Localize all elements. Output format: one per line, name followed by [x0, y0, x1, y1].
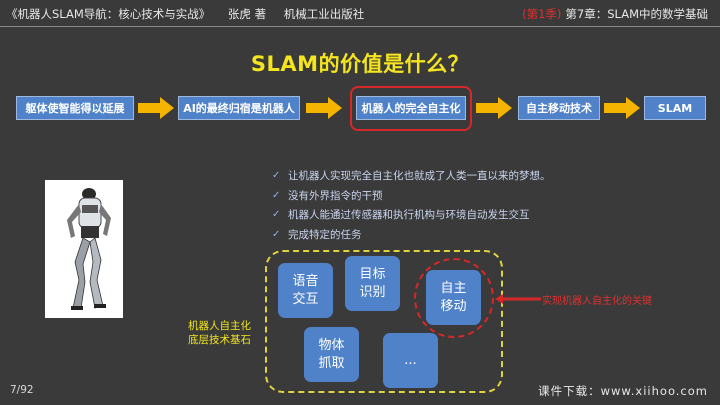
flow-arrow-icon [306, 97, 342, 119]
slide-title: SLAM的价值是什么？ [250, 52, 470, 76]
flow-box-embodiment: 躯体使智能得以延展 [16, 96, 134, 120]
header-left: 《机器人SLAM导航：核心技术与实战》 张虎 著 机械工业出版社 [6, 6, 378, 22]
check-icon: ✓ [272, 170, 281, 182]
key-arrow-icon [495, 294, 541, 304]
bullet-item: ✓没有外界指令的干预 [272, 189, 383, 202]
key-label: 实现机器人自主化的关键 [542, 296, 652, 307]
check-icon: ✓ [272, 209, 281, 221]
check-icon: ✓ [272, 189, 281, 201]
humanoid-robot-image [45, 180, 123, 318]
bullet-item: ✓机器人能通过传感器和执行机构与环境自动发生交互 [272, 209, 530, 222]
flow-box-autonomy: 机器人的完全自主化 [356, 96, 466, 120]
page-number: 7/92 [10, 384, 34, 396]
autonomy-highlight-ring [350, 86, 472, 131]
flow-box-ai-robot: AI的最终归宿是机器人 [178, 96, 300, 120]
flow-arrow-icon [476, 97, 512, 119]
download-url: 课件下载：www.xiihoo.com [538, 384, 708, 398]
bullet-item: ✓完成特定的任务 [272, 228, 362, 241]
author: 张虎 著 [227, 7, 267, 21]
season-label: (第1季) [522, 7, 562, 21]
book-title: 《机器人SLAM导航：核心技术与实战》 [6, 7, 211, 21]
tile-more: ... [383, 333, 438, 388]
tile-autonomous-movement: 自主 移动 [426, 270, 481, 325]
bullet-item: ✓让机器人实现完全自主化也就成了人类一直以来的梦想。 [272, 170, 551, 183]
flow-box-mobility: 自主移动技术 [518, 96, 600, 120]
foundation-tech-area [265, 250, 503, 393]
chapter-label: 第7章：SLAM中的数学基础 [565, 7, 708, 21]
header-right: (第1季)第7章：SLAM中的数学基础 [522, 6, 708, 22]
publisher: 机械工业出版社 [283, 7, 365, 21]
tile-target-recognition: 目标 识别 [345, 256, 400, 311]
foundation-label: 机器人自主化 底层技术基石 [188, 320, 251, 347]
tile-speech-interaction: 语音 交互 [278, 263, 333, 318]
flow-arrow-icon [138, 97, 174, 119]
flow-arrow-icon [604, 97, 640, 119]
check-icon: ✓ [272, 228, 281, 240]
tile-object-grasping: 物体 抓取 [304, 327, 359, 382]
bullet-list: ✓让机器人实现完全自主化也就成了人类一直以来的梦想。 ✓没有外界指令的干预 ✓机… [272, 166, 551, 244]
key-highlight-circle [414, 258, 494, 338]
flow-box-slam: SLAM [644, 96, 706, 120]
header-divider [0, 26, 720, 27]
